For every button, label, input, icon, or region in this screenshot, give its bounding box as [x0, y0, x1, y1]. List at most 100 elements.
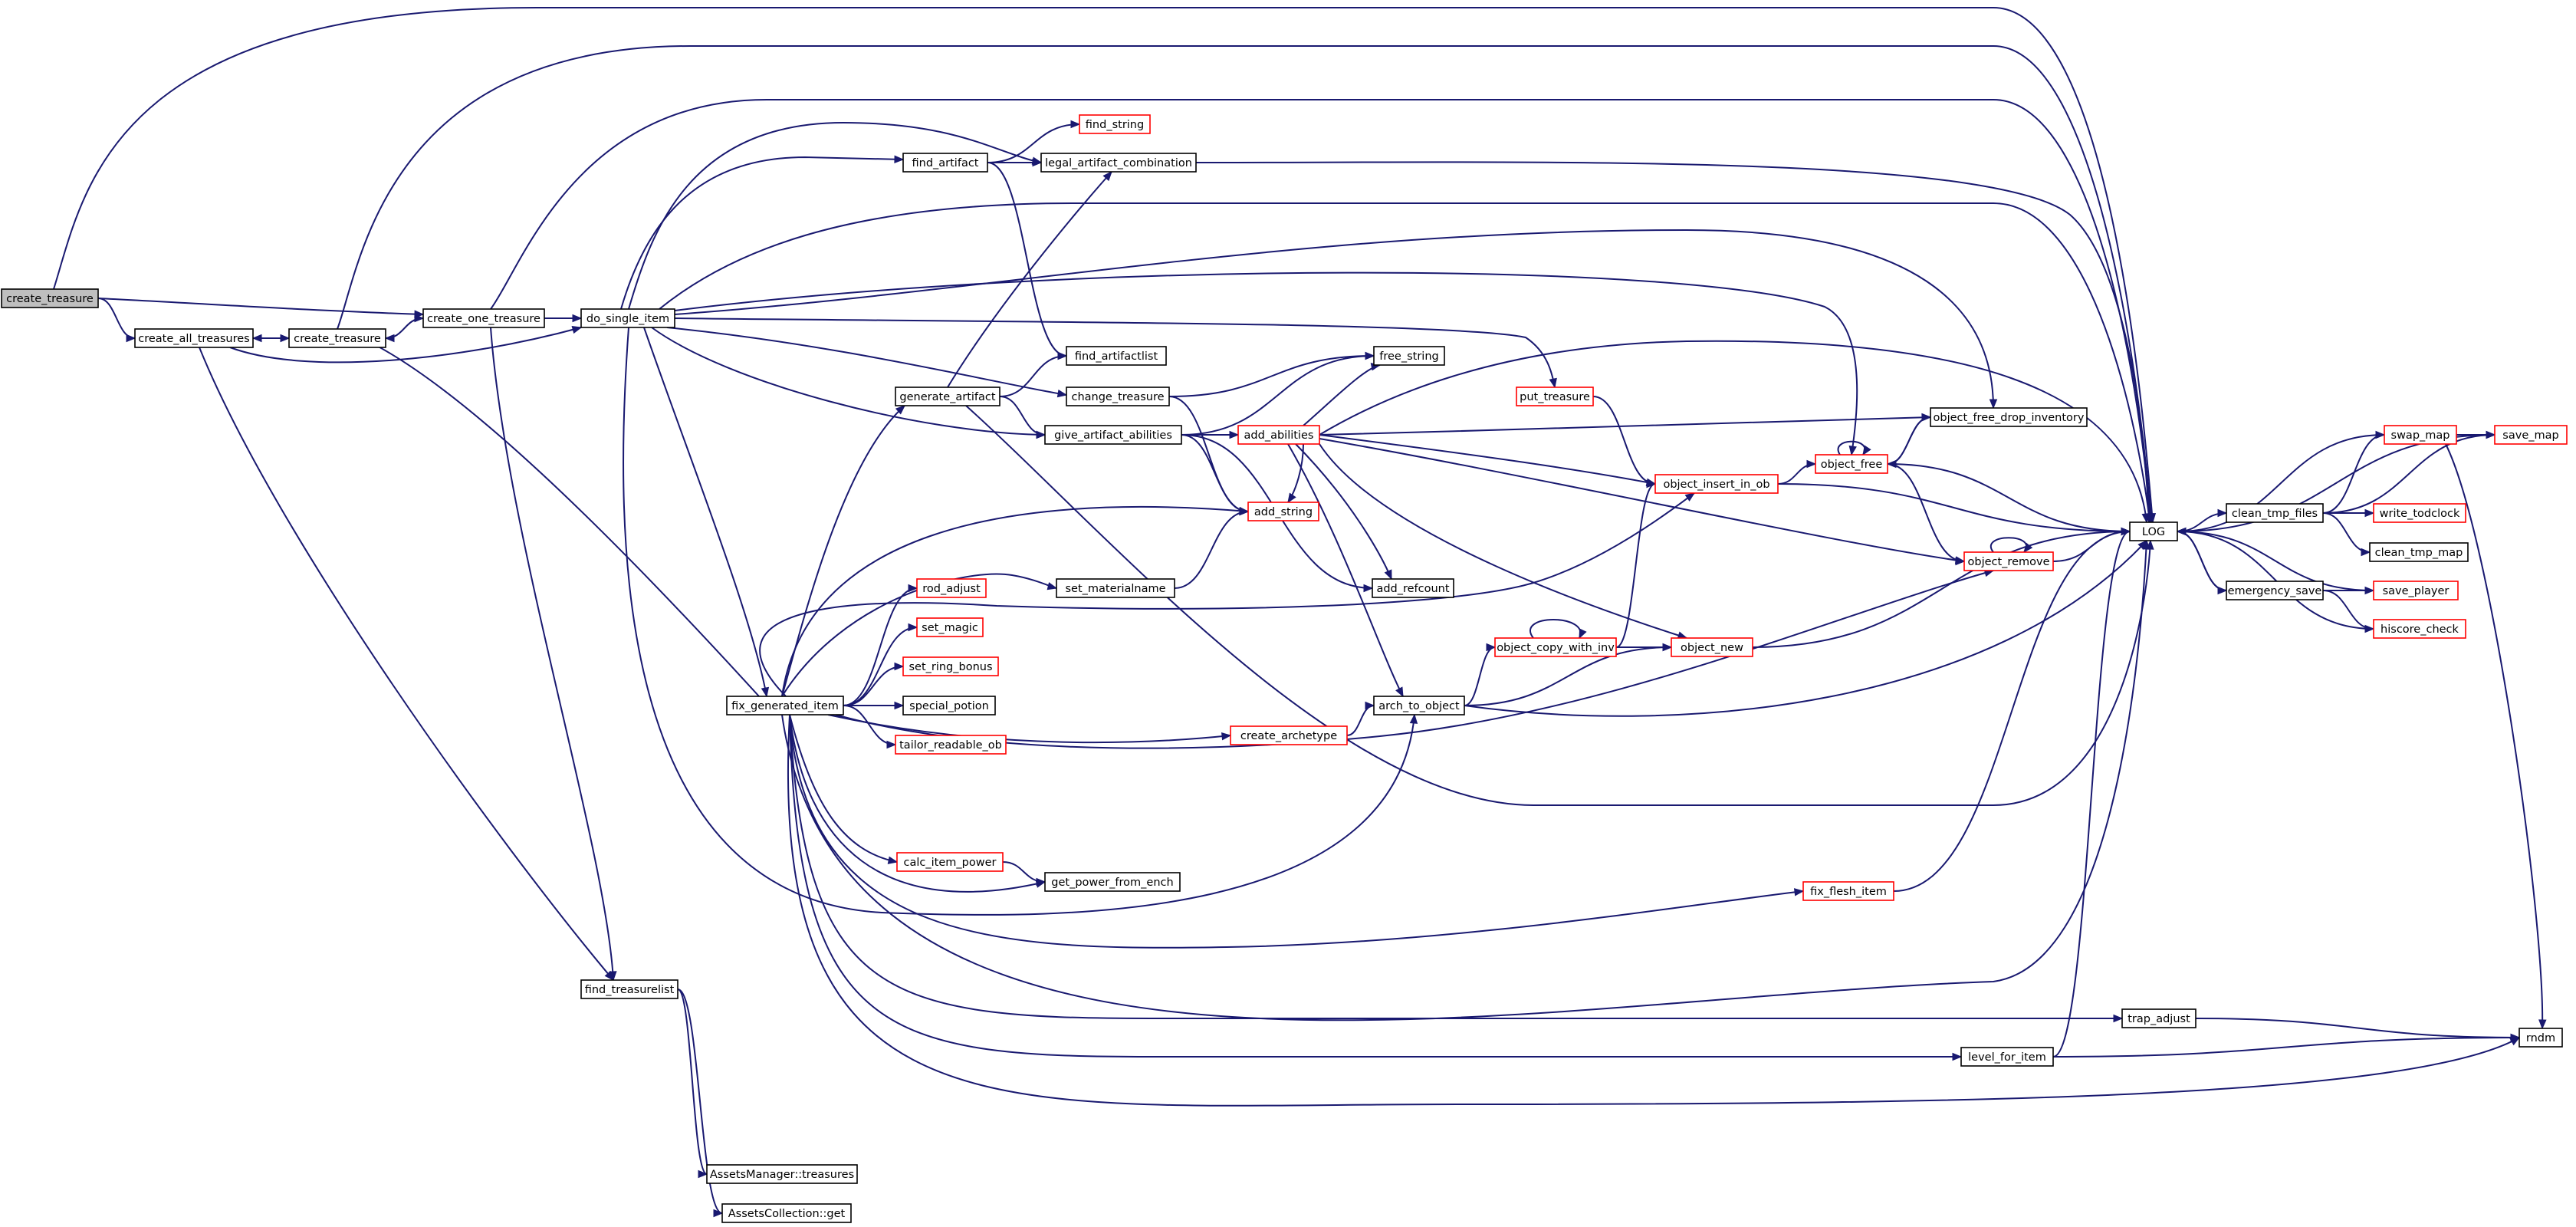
arrowhead [1384, 569, 1392, 581]
edge-add_abilities-to-object_insert_in_ob [1319, 434, 1656, 485]
node-label: object_copy_with_inv [1497, 642, 1615, 654]
node-arch-to-object[interactable]: arch_to_object [1373, 696, 1465, 715]
node-create-all-treasures[interactable]: create_all_treasures [134, 328, 254, 348]
edge-swap_map-to-rndm [2445, 443, 2544, 1029]
node-clean-tmp-files[interactable]: clean_tmp_files [2226, 503, 2324, 523]
arrowhead [1989, 399, 1998, 410]
node-calc-item-power[interactable]: calc_item_power [896, 852, 1004, 872]
arrowhead [2137, 540, 2147, 550]
node-box [1372, 578, 1454, 598]
node-create-archetype[interactable]: create_archetype [1230, 725, 1348, 745]
edge-change_treasure-to-add_string [1168, 396, 1249, 512]
node-label: rndm [2526, 1032, 2555, 1044]
edge-create_treasure-to-create_all_treasures [97, 298, 136, 339]
node-rndm[interactable]: rndm [2518, 1028, 2563, 1048]
node-box [1373, 346, 1445, 366]
node-find-artifact[interactable]: find_artifact [902, 153, 988, 173]
node-emergency-save[interactable]: emergency_save [2226, 581, 2324, 600]
node-legal-artifact-combination[interactable]: legal_artifact_combination [1040, 153, 1197, 173]
edge-object_insert_in_ob-to-LOG [1777, 483, 2131, 532]
arrowhead [571, 325, 583, 334]
edge-emergency_save-to-hiscore_check [2322, 590, 2374, 630]
edge-create_one_treasure-to-create_treasure_2 [385, 317, 424, 339]
arrowhead [1486, 643, 1497, 652]
node-label: create_one_treasure [427, 313, 540, 325]
node-box [895, 387, 1001, 406]
node-fix-generated-item[interactable]: fix_generated_item [726, 696, 844, 715]
node-put-treasure[interactable]: put_treasure [1516, 387, 1594, 406]
edge-fix_generated_item-to-generate_artifact [781, 405, 905, 697]
edge-object_free-to-LOG [1887, 463, 2131, 532]
node-assetsmanager-treasures[interactable]: AssetsManager::treasures [706, 1164, 858, 1184]
node-do-single-item[interactable]: do_single_item [580, 308, 675, 328]
node-label: give_artifact_abilities [1054, 429, 1172, 442]
node-create-treasure-2[interactable]: create_treasure [288, 328, 386, 348]
node-write-todclock[interactable]: write_todclock [2373, 503, 2466, 523]
node-trap-adjust[interactable]: trap_adjust [2121, 1008, 2196, 1028]
node-set-magic[interactable]: set_magic [916, 617, 984, 637]
node-hiscore-check[interactable]: hiscore_check [2373, 619, 2466, 639]
node-log[interactable]: LOG [2129, 521, 2178, 541]
node-object-remove[interactable]: object_remove [1963, 551, 2054, 571]
node-create-one-treasure[interactable]: create_one_treasure [422, 308, 545, 328]
node-find-treasurelist[interactable]: find_treasurelist [580, 979, 678, 999]
node-add-abilities[interactable]: add_abilities [1237, 425, 1320, 445]
arrowhead [609, 971, 617, 982]
edge-trap_adjust-to-rndm [2195, 1018, 2520, 1038]
node-add-string[interactable]: add_string [1247, 502, 1319, 521]
node-swap-map[interactable]: swap_map [2384, 425, 2457, 445]
arrowhead [1036, 430, 1046, 439]
edge-fix_flesh_item-to-LOG [1893, 531, 2131, 892]
node-clean-tmp-map[interactable]: clean_tmp_map [2369, 542, 2469, 562]
node-object-new[interactable]: object_new [1671, 637, 1753, 657]
edge-fix_generated_item-to-LOG [781, 540, 2147, 1021]
edge-fix_generated_item-to-tailor_readable_ob [843, 705, 896, 745]
arrowhead [1056, 389, 1068, 398]
edge-object_remove-to-object_remove [1990, 537, 2027, 553]
arrowhead [126, 334, 136, 343]
node-label: object_insert_in_ob [1663, 479, 1769, 491]
edge-add_abilities-to-object_new [1319, 443, 1687, 639]
node-create-treasure[interactable]: create_treasure [1, 288, 99, 308]
node-get-power-from-ench[interactable]: get_power_from_ench [1044, 872, 1181, 892]
node-level-for-item[interactable]: level_for_item [1960, 1047, 2054, 1067]
node-give-artifact-abilities[interactable]: give_artifact_abilities [1044, 425, 1182, 445]
node-free-string[interactable]: free_string [1373, 346, 1445, 366]
node-generate-artifact[interactable]: generate_artifact [895, 387, 1001, 406]
edge-hiscore_check-to-LOG [2177, 531, 2374, 630]
node-label: hiscore_check [2380, 623, 2459, 636]
node-tailor-readable-ob[interactable]: tailor_readable_ob [895, 735, 1007, 755]
edge-object_free_drop_inventory-to-object_free [1887, 416, 1931, 465]
node-label: object_free_drop_inventory [1934, 412, 2085, 424]
edge-clean_tmp_files-to-clean_tmp_map [2322, 512, 2371, 553]
node-label: swap_map [2391, 429, 2450, 442]
node-object-copy-with-inv[interactable]: object_copy_with_inv [1494, 637, 1617, 657]
node-object-insert-in-ob[interactable]: object_insert_in_ob [1654, 474, 1779, 494]
node-change-treasure[interactable]: change_treasure [1066, 387, 1170, 406]
node-special-potion[interactable]: special_potion [902, 696, 996, 715]
node-set-materialname[interactable]: set_materialname [1056, 578, 1175, 598]
node-label: trap_adjust [2128, 1013, 2190, 1025]
node-save-map[interactable]: save_map [2494, 425, 2568, 445]
arrowhead [1662, 643, 1673, 652]
node-label: object_remove [1968, 556, 2050, 568]
node-box [706, 1164, 858, 1184]
node-add-refcount[interactable]: add_refcount [1372, 578, 1454, 598]
arrowhead [894, 155, 905, 163]
node-find-string[interactable]: find_string [1079, 114, 1151, 134]
node-object-free[interactable]: object_free [1815, 454, 1888, 474]
node-save-player[interactable]: save_player [2373, 581, 2459, 600]
node-label: find_treasurelist [585, 984, 675, 996]
node-object-free-drop-inventory[interactable]: object_free_drop_inventory [1930, 407, 2088, 427]
edge-give_artifact_abilities-to-add_string [1181, 434, 1249, 512]
node-find-artifactlist[interactable]: find_artifactlist [1066, 346, 1167, 366]
node-box [1373, 696, 1465, 715]
node-label: fix_generated_item [731, 700, 839, 712]
node-set-ring-bonus[interactable]: set_ring_bonus [902, 656, 999, 676]
arrowhead [713, 1209, 724, 1218]
node-rod-adjust[interactable]: rod_adjust [916, 578, 987, 598]
node-assetscollection-get[interactable]: AssetsCollection::get [721, 1203, 852, 1223]
node-fix-flesh-item[interactable]: fix_flesh_item [1802, 881, 1894, 901]
edge-arch_to_object-to-object_new [1464, 646, 1672, 706]
edge-find_artifact-to-find_artifactlist [987, 162, 1067, 357]
